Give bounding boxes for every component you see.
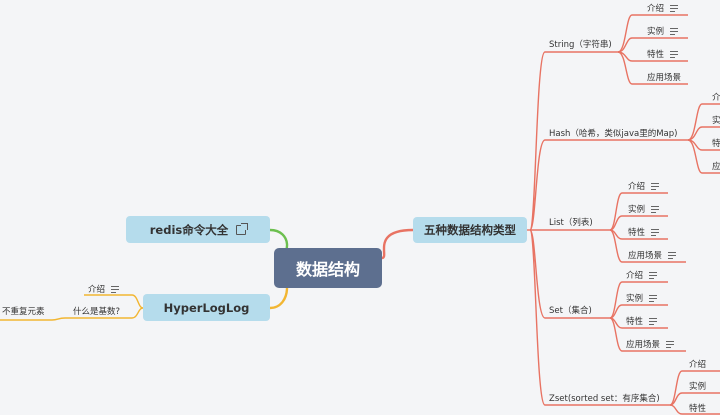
hll-grandchild-unique-elements[interactable]: 不重复元素 — [2, 305, 45, 317]
leaf-label: 特性 — [647, 50, 665, 60]
notes-icon[interactable] — [670, 51, 679, 58]
leaf-label: 应 — [712, 162, 720, 172]
type-list[interactable]: List（列表) — [549, 216, 593, 228]
leaf-label: 介绍 — [628, 182, 646, 192]
leaf-label: 应用场景 — [628, 251, 663, 261]
notes-icon[interactable] — [670, 5, 679, 12]
hash-leaf-example[interactable]: 实 — [712, 114, 720, 126]
main-topic-data-types[interactable]: 五种数据结构类型 — [413, 217, 527, 243]
set-leaf-usecase[interactable]: 应用场景 — [626, 338, 675, 350]
type-string[interactable]: String（字符串) — [549, 38, 612, 50]
leaf-label: 特性 — [689, 404, 707, 414]
external-link-icon[interactable] — [236, 222, 249, 235]
leaf-label: 介绍 — [647, 4, 665, 14]
notes-icon[interactable] — [651, 183, 660, 190]
notes-icon[interactable] — [670, 28, 679, 35]
string-leaf-intro[interactable]: 介绍 — [647, 2, 679, 14]
leaf-label: 应用场景 — [647, 73, 682, 83]
notes-icon[interactable] — [649, 272, 658, 279]
subtopic-label: 介绍 — [88, 285, 106, 295]
hash-leaf-intro[interactable]: 介 — [712, 91, 720, 103]
main-topic-label: 五种数据结构类型 — [424, 223, 516, 237]
hash-leaf-usecase[interactable]: 应 — [712, 160, 720, 172]
notes-icon[interactable] — [111, 286, 120, 293]
type-zset[interactable]: Zset(sorted set：有序集合) — [549, 392, 660, 404]
subtopic-label: 不重复元素 — [2, 307, 45, 317]
leaf-label: 应用场景 — [626, 340, 661, 350]
notes-icon[interactable] — [668, 252, 677, 259]
subtopic-label: Hash（哈希，类似java里的Map) — [549, 129, 678, 139]
notes-icon[interactable] — [666, 341, 675, 348]
notes-icon[interactable] — [651, 229, 660, 236]
main-topic-label: redis命令大全 — [149, 222, 229, 237]
leaf-label: 实例 — [689, 382, 707, 392]
notes-icon[interactable] — [651, 206, 660, 213]
set-leaf-feature[interactable]: 特性 — [626, 315, 658, 327]
subtopic-label: Zset(sorted set：有序集合) — [549, 394, 660, 404]
hash-leaf-feature[interactable]: 特 — [712, 137, 720, 149]
leaf-label: 实例 — [626, 294, 644, 304]
leaf-label: 特 — [712, 139, 720, 149]
zset-leaf-example[interactable]: 实例 — [689, 380, 706, 392]
main-topic-label: HyperLogLog — [163, 300, 250, 315]
central-topic-label: 数据结构 — [295, 260, 360, 279]
list-leaf-intro[interactable]: 介绍 — [628, 180, 660, 192]
leaf-label: 特性 — [626, 317, 644, 327]
hll-subtopic-intro[interactable]: 介绍 — [88, 283, 120, 295]
list-leaf-usecase[interactable]: 应用场景 — [628, 249, 677, 261]
string-leaf-usecase[interactable]: 应用场景 — [647, 71, 681, 83]
subtopic-label: List（列表) — [549, 218, 593, 228]
leaf-label: 特性 — [628, 228, 646, 238]
notes-icon[interactable] — [649, 295, 658, 302]
leaf-label: 介绍 — [689, 360, 707, 370]
subtopic-label: 什么是基数? — [73, 307, 121, 317]
central-topic[interactable]: 数据结构 — [274, 248, 382, 288]
main-topic-hyperloglog[interactable]: HyperLogLog — [143, 294, 270, 321]
subtopic-label: String（字符串) — [549, 40, 612, 50]
notes-icon[interactable] — [649, 318, 658, 325]
hll-subtopic-cardinality[interactable]: 什么是基数? — [73, 305, 120, 317]
type-set[interactable]: Set（集合) — [549, 304, 592, 316]
main-topic-redis-commands[interactable]: redis命令大全 — [126, 216, 270, 243]
leaf-label: 介绍 — [626, 271, 644, 281]
leaf-label: 实例 — [628, 205, 646, 215]
leaf-label: 实例 — [647, 27, 665, 37]
leaf-label: 实 — [712, 116, 720, 126]
subtopic-label: Set（集合) — [549, 306, 592, 316]
string-leaf-example[interactable]: 实例 — [647, 25, 679, 37]
list-leaf-example[interactable]: 实例 — [628, 203, 660, 215]
type-hash[interactable]: Hash（哈希，类似java里的Map) — [549, 127, 677, 139]
zset-leaf-intro[interactable]: 介绍 — [689, 358, 706, 370]
list-leaf-feature[interactable]: 特性 — [628, 226, 660, 238]
zset-leaf-feature[interactable]: 特性 — [689, 402, 706, 414]
set-leaf-intro[interactable]: 介绍 — [626, 269, 658, 281]
set-leaf-example[interactable]: 实例 — [626, 292, 658, 304]
leaf-label: 介 — [712, 93, 720, 103]
string-leaf-feature[interactable]: 特性 — [647, 48, 679, 60]
